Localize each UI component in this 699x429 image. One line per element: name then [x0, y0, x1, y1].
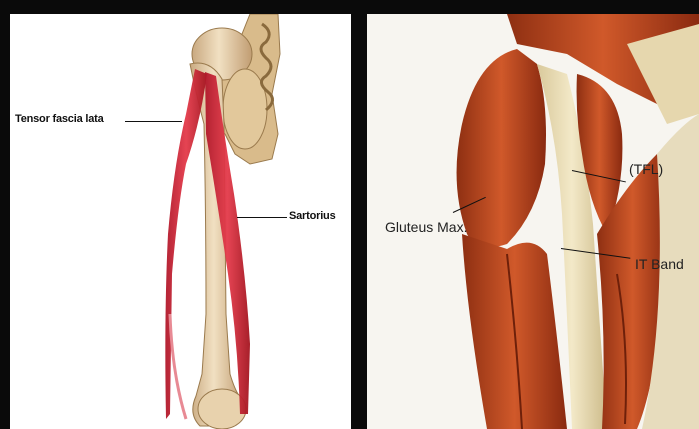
- label-sartorius: Sartorius: [289, 210, 336, 222]
- label-gluteus-max: Gluteus Max.: [385, 219, 467, 235]
- label-tfl: (TFL): [629, 161, 663, 177]
- left-illustration-panel: Tensor fascia lata Sartorius: [10, 14, 351, 429]
- gluteus-maximus-muscle: [457, 49, 546, 247]
- label-tensor-fascia-lata: Tensor fascia lata: [15, 113, 104, 125]
- thigh-graphic: [457, 14, 699, 429]
- sartorius-leader-line: [237, 217, 287, 218]
- tfl-leader-line: [125, 121, 182, 122]
- right-illustration-panel: (TFL) Gluteus Max. IT Band: [367, 14, 699, 429]
- label-it-band: IT Band: [635, 256, 684, 272]
